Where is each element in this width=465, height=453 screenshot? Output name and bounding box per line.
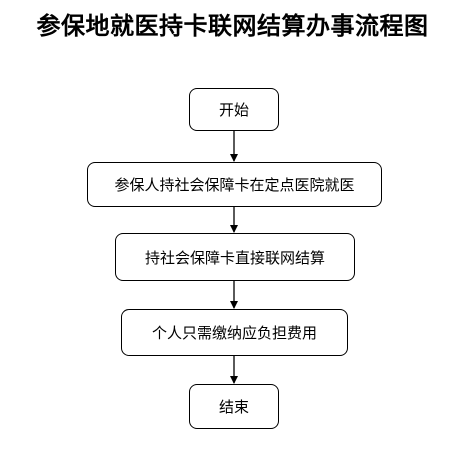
node-step-direct-settlement: 持社会保障卡直接联网结算: [115, 233, 355, 281]
node-start: 开始: [189, 88, 279, 131]
node-step-pay-own-share: 个人只需缴纳应负担费用: [121, 309, 348, 356]
diagram-title: 参保地就医持卡联网结算办事流程图: [36, 11, 429, 40]
node-end: 结束: [189, 384, 279, 429]
node-step-visit-hospital: 参保人持社会保障卡在定点医院就医: [87, 162, 382, 207]
